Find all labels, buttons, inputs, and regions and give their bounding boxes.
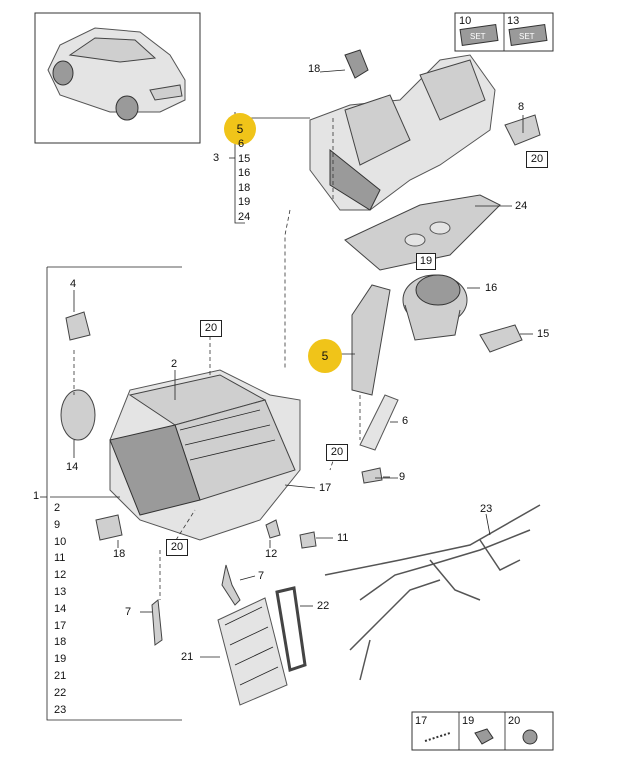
callout-6-lower[interactable]: 6 (402, 415, 409, 427)
callout-11[interactable]: 11 (337, 532, 349, 544)
group-1-item[interactable]: 10 (54, 535, 67, 548)
callout-16[interactable]: 16 (485, 282, 498, 294)
set-box-10-icon (459, 24, 499, 46)
callout-9[interactable]: 9 (399, 471, 406, 483)
group-3-item[interactable]: 24 (238, 210, 251, 223)
group-1-item[interactable]: 19 (54, 653, 67, 666)
cover-24 (344, 194, 501, 271)
legend-10-tag: SET (470, 32, 486, 41)
callout-7-right[interactable]: 7 (258, 570, 265, 582)
gasket-22 (275, 586, 307, 672)
group-1-item[interactable]: 9 (54, 518, 61, 531)
callout-2[interactable]: 2 (171, 358, 178, 370)
cabin-filter-5 (351, 284, 391, 396)
callout-12[interactable]: 12 (265, 548, 278, 560)
callout-24[interactable]: 24 (515, 200, 528, 212)
callout-18-top[interactable]: 18 (308, 63, 321, 75)
part-11 (299, 531, 317, 549)
callout-20-box-mid[interactable]: 20 (326, 444, 348, 461)
callout-21[interactable]: 21 (181, 651, 194, 663)
callout-20-box-top[interactable]: 20 (526, 151, 548, 168)
callout-23[interactable]: 23 (480, 503, 493, 515)
upper-hvac-housing (309, 54, 496, 211)
callout-14[interactable]: 14 (66, 461, 79, 473)
group-1-list: 2 9 10 11 12 13 14 17 18 19 21 22 23 (54, 500, 66, 718)
set-box-13-icon (508, 24, 548, 46)
resistor-15 (479, 324, 523, 353)
group-1-item[interactable]: 18 (54, 636, 67, 649)
callout-15[interactable]: 15 (537, 328, 550, 340)
group-1-item[interactable]: 23 (54, 703, 67, 716)
callout-3[interactable]: 3 (213, 152, 220, 164)
blower-motor-16 (402, 274, 468, 341)
hose-7a (221, 564, 241, 606)
part-12 (265, 519, 281, 539)
actuator-4 (65, 311, 91, 341)
heater-core-21 (217, 597, 288, 706)
group-1-item[interactable]: 2 (54, 502, 61, 514)
group-3-item[interactable]: 16 (238, 167, 251, 179)
legend-17-label[interactable]: 17 (415, 715, 428, 727)
callout-5-highlight-top[interactable]: 5 (224, 113, 256, 145)
callout-7-left[interactable]: 7 (125, 606, 132, 618)
group-3-item[interactable]: 15 (238, 152, 251, 165)
group-1-item[interactable]: 13 (54, 585, 67, 598)
grommet-icon (522, 729, 538, 745)
wiring-harness-23 (324, 504, 541, 681)
group-1-item[interactable]: 12 (54, 569, 67, 582)
callout-20-box-left[interactable]: 20 (200, 320, 222, 337)
callout-19-box[interactable]: 19 (416, 253, 436, 270)
group-3-list: 6 15 16 18 19 24 (238, 137, 250, 224)
group-3-item[interactable]: 19 (238, 196, 251, 208)
hose-7b (151, 599, 163, 646)
group-1-item[interactable]: 14 (54, 602, 67, 615)
group-3-item[interactable]: 18 (238, 181, 251, 194)
legend-20-label[interactable]: 20 (508, 715, 521, 727)
bracket-8 (504, 114, 541, 146)
callout-8[interactable]: 8 (518, 101, 525, 113)
plug-icon (474, 728, 494, 745)
sensor-18-top (344, 49, 369, 79)
callout-20-box-low[interactable]: 20 (166, 539, 188, 556)
legend-19-label[interactable]: 19 (462, 715, 475, 727)
callout-4[interactable]: 4 (70, 278, 77, 290)
legend-13-tag: SET (519, 32, 535, 41)
group-1-item[interactable]: 21 (54, 669, 67, 682)
spring-clip-icon (424, 732, 451, 742)
group-1-item[interactable]: 11 (54, 552, 66, 565)
legend-13-label[interactable]: 13 (507, 15, 520, 27)
motor-14 (60, 389, 96, 441)
sensor-18-lower (95, 514, 123, 541)
group-1-item[interactable]: 17 (54, 619, 67, 632)
callout-1[interactable]: 1 (33, 490, 40, 502)
main-hvac-unit (109, 369, 301, 541)
callout-17[interactable]: 17 (319, 482, 332, 494)
part-9 (361, 467, 383, 484)
legend-10-label[interactable]: 10 (459, 15, 472, 27)
group-1-item[interactable]: 22 (54, 686, 67, 699)
car-thumbnail-icon (47, 27, 186, 121)
group-3-item[interactable]: 6 (238, 138, 245, 150)
callout-22[interactable]: 22 (317, 600, 330, 612)
filter-frame-6 (359, 394, 399, 451)
callout-18-lower[interactable]: 18 (113, 548, 126, 560)
callout-5-highlight-filter[interactable]: 5 (308, 339, 342, 373)
